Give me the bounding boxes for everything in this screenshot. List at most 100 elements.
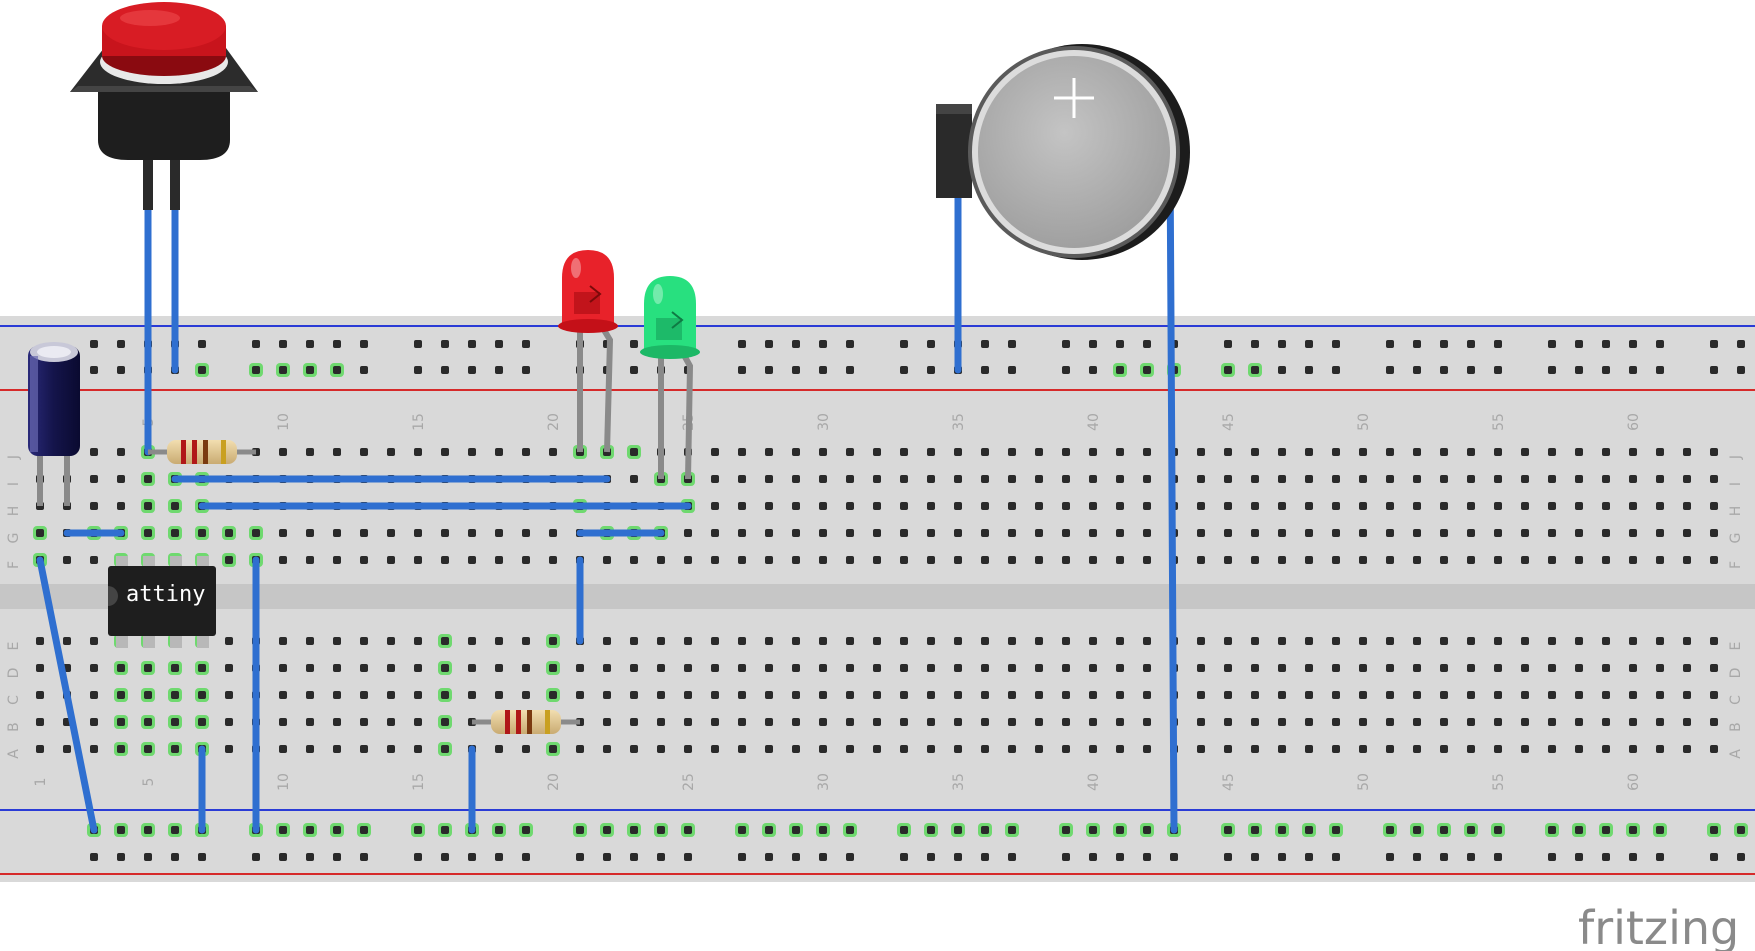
breadboard-hole [1467,826,1475,834]
breadboard-hole [306,366,314,374]
breadboard-hole [630,366,638,374]
breadboard-hole [117,448,125,456]
breadboard-hole [819,529,827,537]
breadboard-hole [36,529,44,537]
breadboard-hole [576,826,584,834]
breadboard-hole [1116,475,1124,483]
breadboard-hole [1629,718,1637,726]
breadboard-label: G [1728,533,1744,544]
breadboard-hole [1656,637,1664,645]
breadboard-hole [1332,718,1340,726]
breadboard-hole [900,502,908,510]
breadboard-hole [900,745,908,753]
breadboard-hole [1440,556,1448,564]
breadboard-hole [1656,529,1664,537]
breadboard-hole [468,366,476,374]
breadboard-hole [117,664,125,672]
breadboard-hole [1197,691,1205,699]
breadboard-hole [495,529,503,537]
breadboard-hole [1143,826,1151,834]
breadboard-hole [1116,366,1124,374]
breadboard-hole [927,448,935,456]
breadboard-hole [1143,745,1151,753]
breadboard-hole [792,366,800,374]
breadboard-hole [1494,637,1502,645]
breadboard-hole [468,853,476,861]
breadboard-hole [1143,340,1151,348]
breadboard-hole [306,826,314,834]
breadboard-hole [1008,691,1016,699]
breadboard-hole [1359,529,1367,537]
breadboard-hole [1224,502,1232,510]
breadboard-hole [954,475,962,483]
breadboard-hole [1710,664,1718,672]
breadboard-hole [684,691,692,699]
breadboard-hole [90,340,98,348]
breadboard-hole [1224,475,1232,483]
breadboard-hole [1089,475,1097,483]
breadboard-hole [1278,502,1286,510]
breadboard-label: 1 [33,778,49,787]
breadboard-hole [414,826,422,834]
breadboard-label: 20 [546,413,562,431]
breadboard-hole [576,853,584,861]
breadboard-hole [1656,448,1664,456]
breadboard-hole [1629,826,1637,834]
breadboard-hole [1116,637,1124,645]
breadboard-hole [90,664,98,672]
breadboard-hole [1710,448,1718,456]
breadboard-label: I [1728,482,1744,486]
breadboard-hole [1062,664,1070,672]
breadboard-hole [1278,556,1286,564]
breadboard-hole [1008,637,1016,645]
breadboard-hole [657,745,665,753]
breadboard-hole [846,664,854,672]
breadboard-hole [225,637,233,645]
breadboard-hole [657,556,665,564]
breadboard-hole [1143,718,1151,726]
breadboard-hole [36,637,44,645]
breadboard-hole [1494,556,1502,564]
breadboard-hole [1305,529,1313,537]
breadboard-hole [1332,475,1340,483]
breadboard-hole [792,340,800,348]
breadboard-label: 60 [1626,413,1642,431]
breadboard-hole [711,691,719,699]
breadboard-hole [1548,556,1556,564]
breadboard-hole [198,691,206,699]
breadboard-hole [1116,529,1124,537]
breadboard-hole [738,691,746,699]
breadboard-hole [1440,529,1448,537]
breadboard-hole [1440,637,1448,645]
breadboard-hole [738,745,746,753]
breadboard-hole [468,664,476,672]
breadboard-hole [1656,340,1664,348]
breadboard-hole [414,366,422,374]
breadboard-hole [1035,475,1043,483]
breadboard-hole [954,718,962,726]
breadboard-hole [522,826,530,834]
wire [1166,152,1178,834]
breadboard-hole [1089,691,1097,699]
breadboard-hole [387,691,395,699]
breadboard-hole [36,664,44,672]
breadboard-hole [1116,745,1124,753]
breadboard-hole [927,340,935,348]
breadboard-hole [765,664,773,672]
breadboard-hole [1170,853,1178,861]
breadboard-hole [1467,340,1475,348]
breadboard-hole [1548,664,1556,672]
breadboard-hole [1413,745,1421,753]
breadboard-hole [630,556,638,564]
breadboard-hole [1143,556,1151,564]
breadboard-hole [1305,556,1313,564]
breadboard-hole [1089,448,1097,456]
breadboard-hole [1062,556,1070,564]
breadboard-hole [603,718,611,726]
breadboard-hole [819,502,827,510]
breadboard-hole [873,502,881,510]
breadboard-hole [657,718,665,726]
breadboard-hole [441,637,449,645]
breadboard-hole [711,637,719,645]
breadboard-hole [360,529,368,537]
